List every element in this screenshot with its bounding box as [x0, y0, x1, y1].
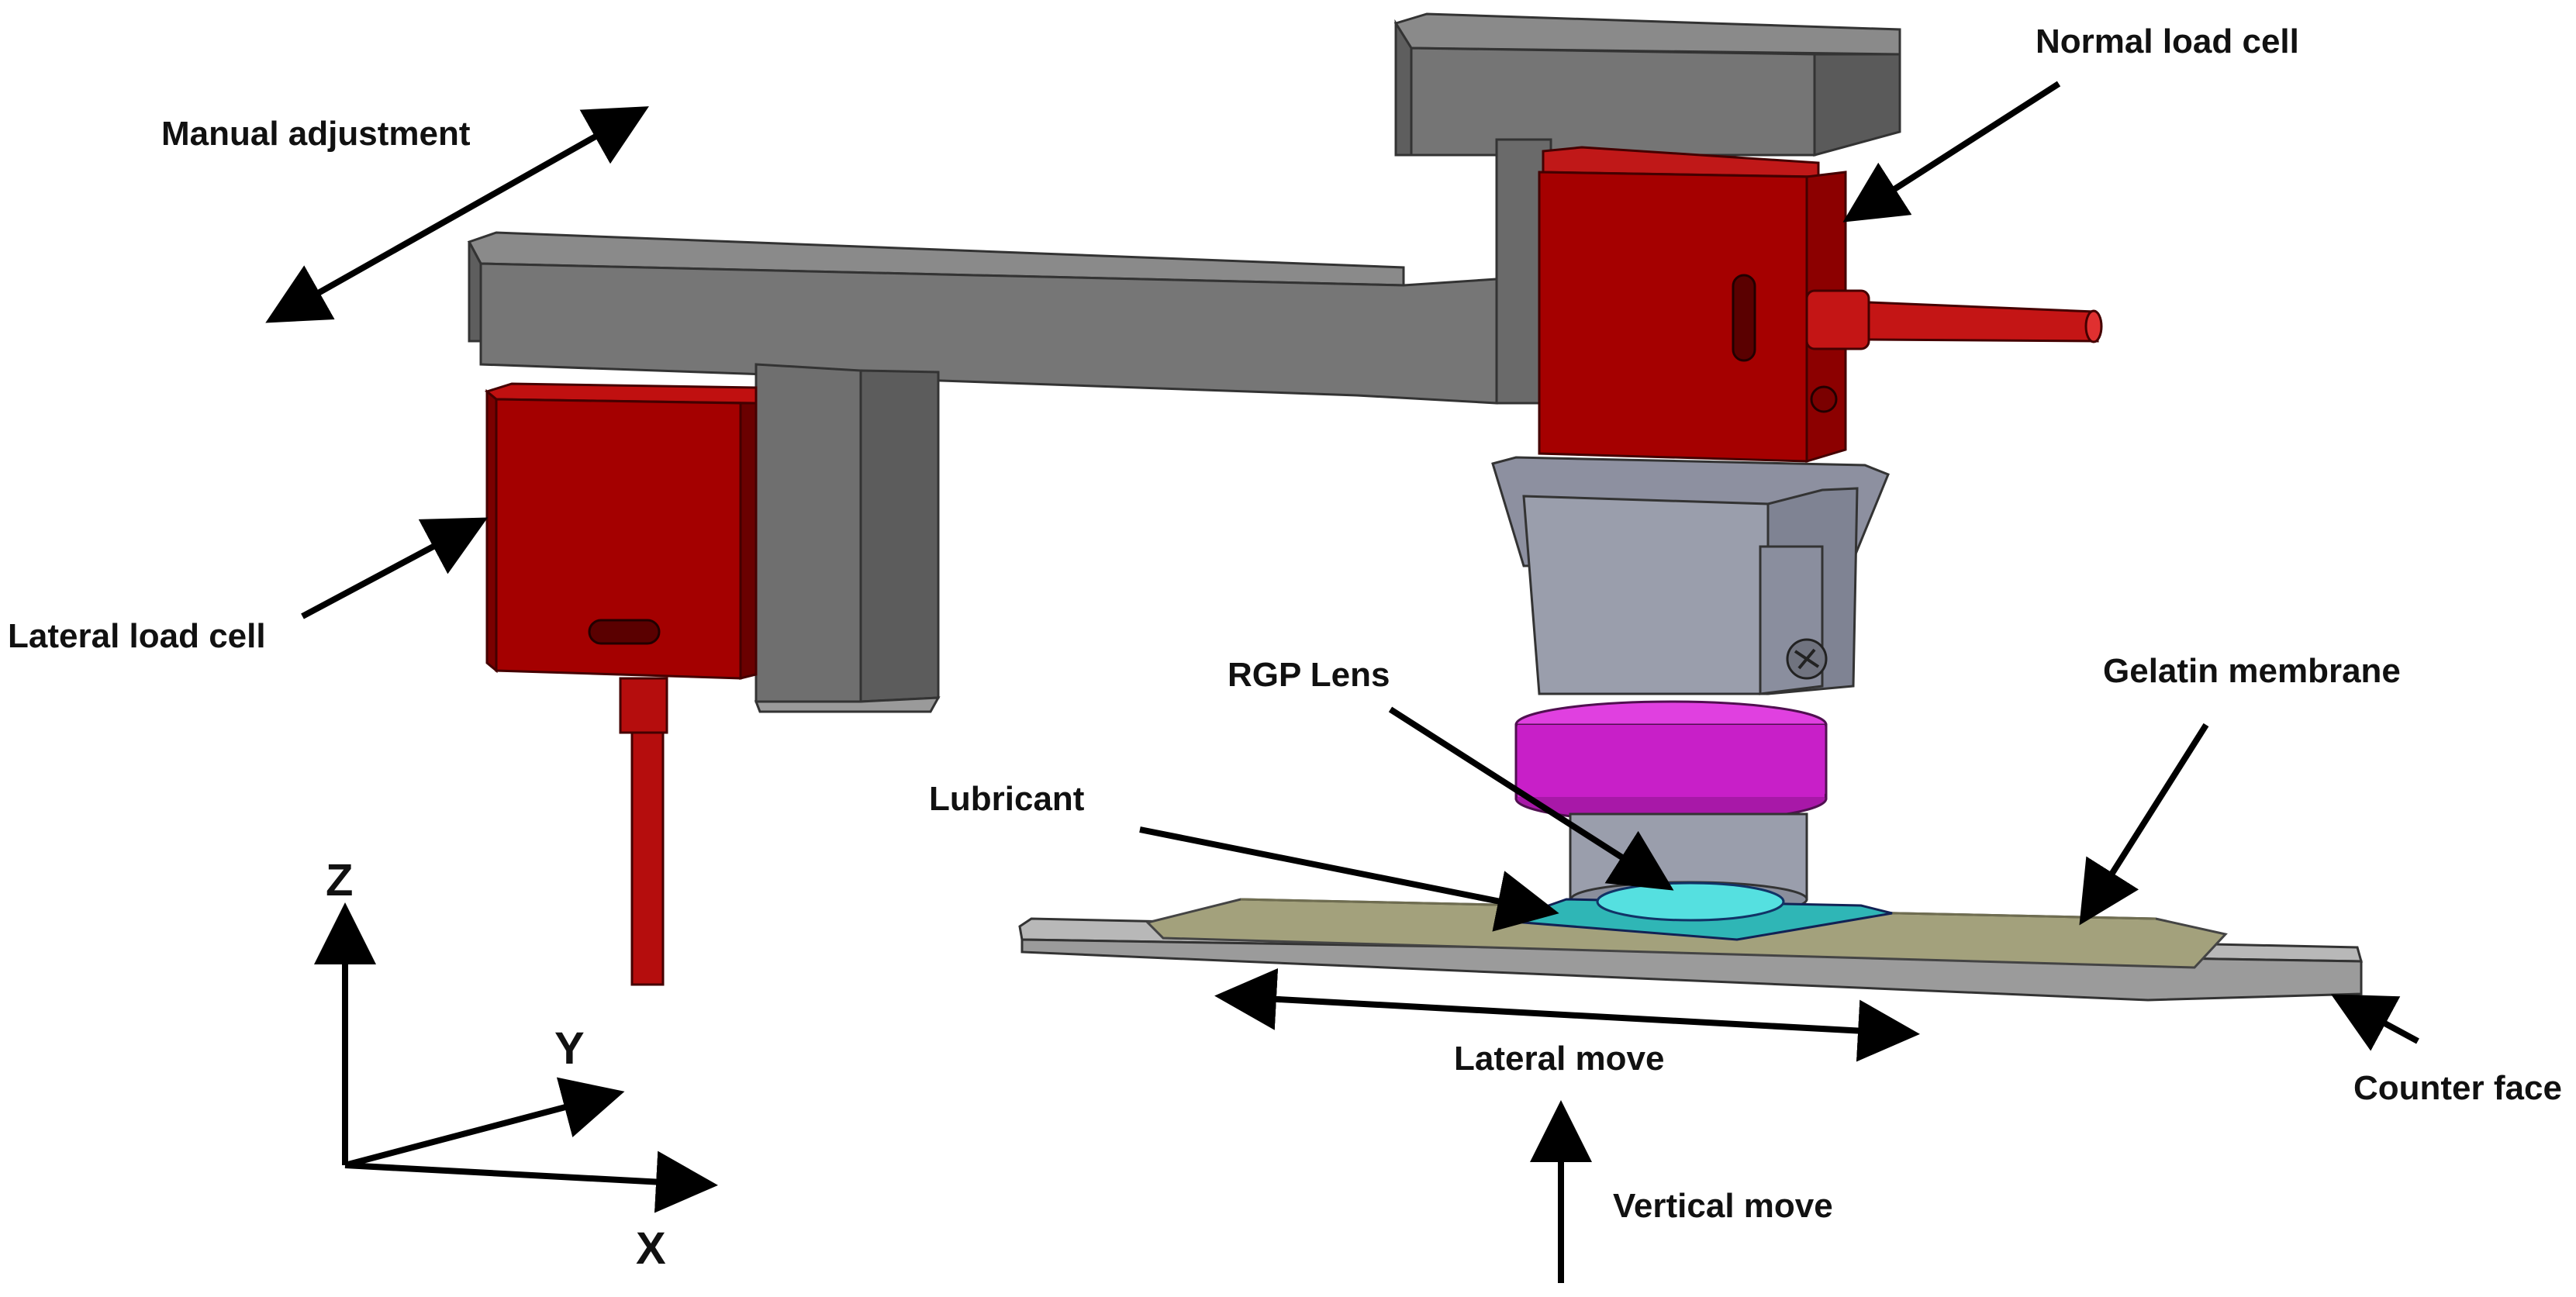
- label-manual-adjustment: Manual adjustment: [161, 115, 471, 153]
- axis-label-z: Z: [326, 855, 353, 905]
- lens-holder: [1491, 456, 1890, 695]
- gelatin-membrane-arrow: [2079, 723, 2209, 926]
- lateral-move-arrow: [1214, 968, 1920, 1062]
- label-counter-face: Counter face: [2353, 1069, 2562, 1107]
- coordinate-axes: [314, 902, 718, 1213]
- counter-face-arrow: [2330, 994, 2419, 1051]
- rgp-lens-arrow: [1388, 706, 1674, 891]
- lateral-load-cell-arrow: [301, 517, 489, 619]
- label-gelatin-membrane: Gelatin membrane: [2103, 652, 2401, 690]
- label-normal-load-cell: Normal load cell: [2036, 22, 2299, 60]
- annotation-arrows: [265, 81, 2419, 1283]
- label-lateral-load-cell: Lateral load cell: [8, 617, 266, 655]
- axis-label-x: X: [636, 1223, 666, 1274]
- label-lateral-move: Lateral move: [1454, 1040, 1664, 1078]
- x-axis: [344, 1150, 718, 1213]
- rgp-lens: [1596, 881, 1785, 922]
- lubricant-arrow: [1139, 826, 1559, 932]
- y-axis: [344, 1077, 625, 1168]
- lens-ring: [1514, 700, 1828, 823]
- manual-adjustment-arrow: [265, 106, 649, 323]
- label-vertical-move: Vertical move: [1613, 1187, 1833, 1225]
- normal-load-cell-arrow: [1842, 81, 2061, 222]
- label-rgp-lens: RGP Lens: [1228, 656, 1390, 694]
- normal-load-cell: [1538, 146, 2103, 464]
- label-lubricant: Lubricant: [929, 780, 1085, 818]
- lateral-load-cell: [484, 382, 758, 986]
- axis-label-y: Y: [554, 1023, 585, 1074]
